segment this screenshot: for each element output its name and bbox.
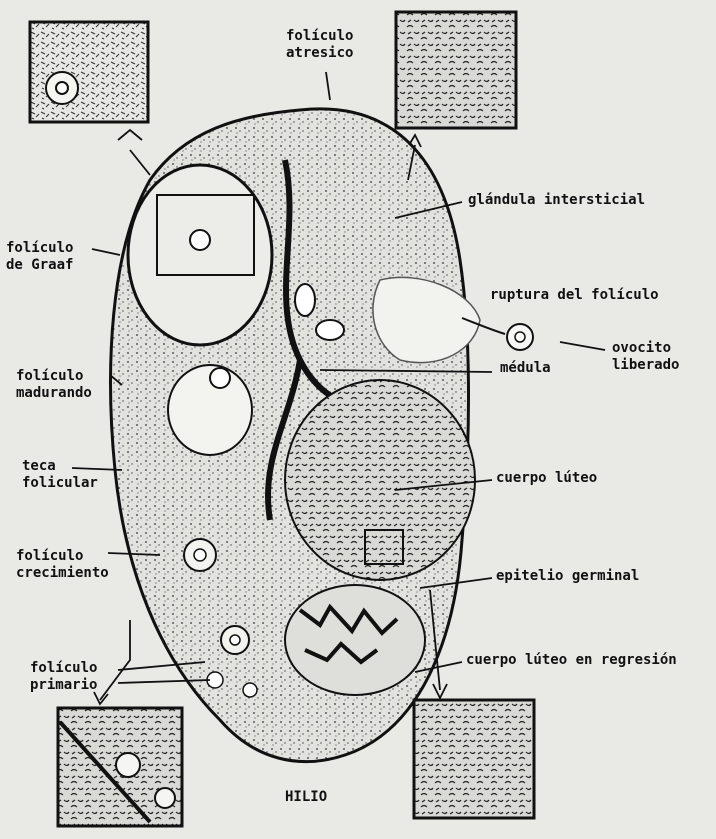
inset-bottom-left: [58, 708, 182, 826]
label-foliculo-primario: folículo primario: [30, 660, 97, 694]
regressing-corpus-luteum: [285, 585, 425, 695]
label-foliculo-madurando: folículo madurando: [16, 368, 92, 402]
graaf-oocyte: [190, 230, 210, 250]
label-medula: médula: [500, 360, 551, 377]
label-hilio: HILIO: [285, 789, 327, 806]
label-ovocito-liberado: ovocito liberado: [612, 340, 679, 374]
label-cuerpo-luteo: cuerpo lúteo: [496, 470, 597, 487]
inset-bottom-right: [414, 700, 534, 818]
graaf-follicle: [128, 165, 272, 345]
label-glandula-intersticial: glándula intersticial: [468, 192, 645, 209]
label-foliculo-de-graaf: folículo de Graaf: [6, 240, 73, 274]
inset-top-left: [30, 22, 148, 122]
inset-top-right: [396, 12, 516, 128]
label-ruptura-del-foliculo: ruptura del folículo: [490, 287, 659, 304]
label-cuerpo-luteo-regresion: cuerpo lúteo en regresión: [466, 652, 677, 669]
label-epitelio-germinal: epitelio germinal: [496, 568, 639, 585]
label-teca-folicular: teca folicular: [22, 458, 98, 492]
corpus-luteum: [285, 380, 475, 580]
label-foliculo-atresico: folículo atresico: [286, 28, 353, 62]
label-foliculo-crecimiento: folículo crecimiento: [16, 548, 109, 582]
